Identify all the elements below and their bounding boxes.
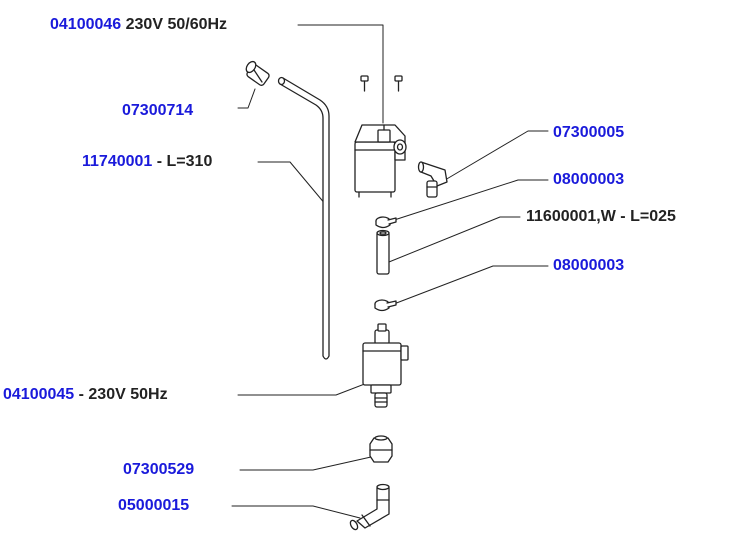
part-code: 04100046 [50, 16, 122, 33]
callout-nut: 07300529 [123, 461, 194, 479]
callout-valve-top: 04100046 230V 50/60Hz [50, 16, 227, 34]
leader-valve-top [297, 24, 384, 124]
screw-icon [360, 75, 403, 92]
elbow-icon [349, 483, 390, 531]
part-code: 04100045 [3, 386, 75, 403]
callout-clamp-2: 08000003 [553, 257, 624, 275]
part-code: 07300714 [122, 102, 194, 119]
callout-clamp-1: 08000003 [553, 171, 624, 189]
leader-fitting-top [237, 88, 256, 109]
elbow-icon [417, 161, 448, 198]
callout-tube: 11740001 - L=310 [82, 153, 212, 171]
leader-elbow-right [444, 130, 549, 181]
solenoid-valve-icon [354, 124, 407, 198]
callout-fitting-top: 07300714 [122, 102, 193, 120]
part-code: 05000015 [118, 497, 190, 514]
part-desc: 230V 50/60Hz [121, 16, 228, 33]
part-code: 07300005 [553, 124, 625, 141]
callout-elbow-right: 07300005 [553, 124, 624, 142]
leader-valve-bottom [237, 379, 376, 396]
part-code: 08000003 [553, 257, 625, 274]
tube-icon [277, 76, 330, 360]
part-code: 08000003 [553, 171, 625, 188]
part-code: 07300529 [123, 461, 195, 478]
hose-icon [376, 229, 390, 275]
callout-hose: 11600001,W - L=025 [526, 208, 676, 226]
leader-elbow-bottom [231, 505, 361, 519]
leader-hose [383, 216, 521, 265]
leader-nut [239, 456, 372, 471]
leader-clamp-2 [385, 265, 549, 308]
leader-clamp-1 [387, 179, 549, 223]
solenoid-valve-icon [362, 323, 409, 408]
callout-valve-bottom: 04100045 - 230V 50Hz [3, 386, 168, 404]
clamp-icon [374, 299, 397, 312]
part-code: 11740001 [82, 153, 153, 170]
leader-tube [257, 161, 327, 206]
part-desc: - 230V 50Hz [74, 386, 168, 403]
clamp-icon [375, 216, 397, 229]
callout-elbow-bottom: 05000015 [118, 497, 189, 515]
nut-icon [369, 435, 393, 463]
part-code: 11600001,W - L=025 [526, 208, 676, 225]
fitting-icon [245, 60, 270, 86]
part-desc: - L=310 [152, 153, 213, 170]
leader-lines [231, 24, 549, 519]
